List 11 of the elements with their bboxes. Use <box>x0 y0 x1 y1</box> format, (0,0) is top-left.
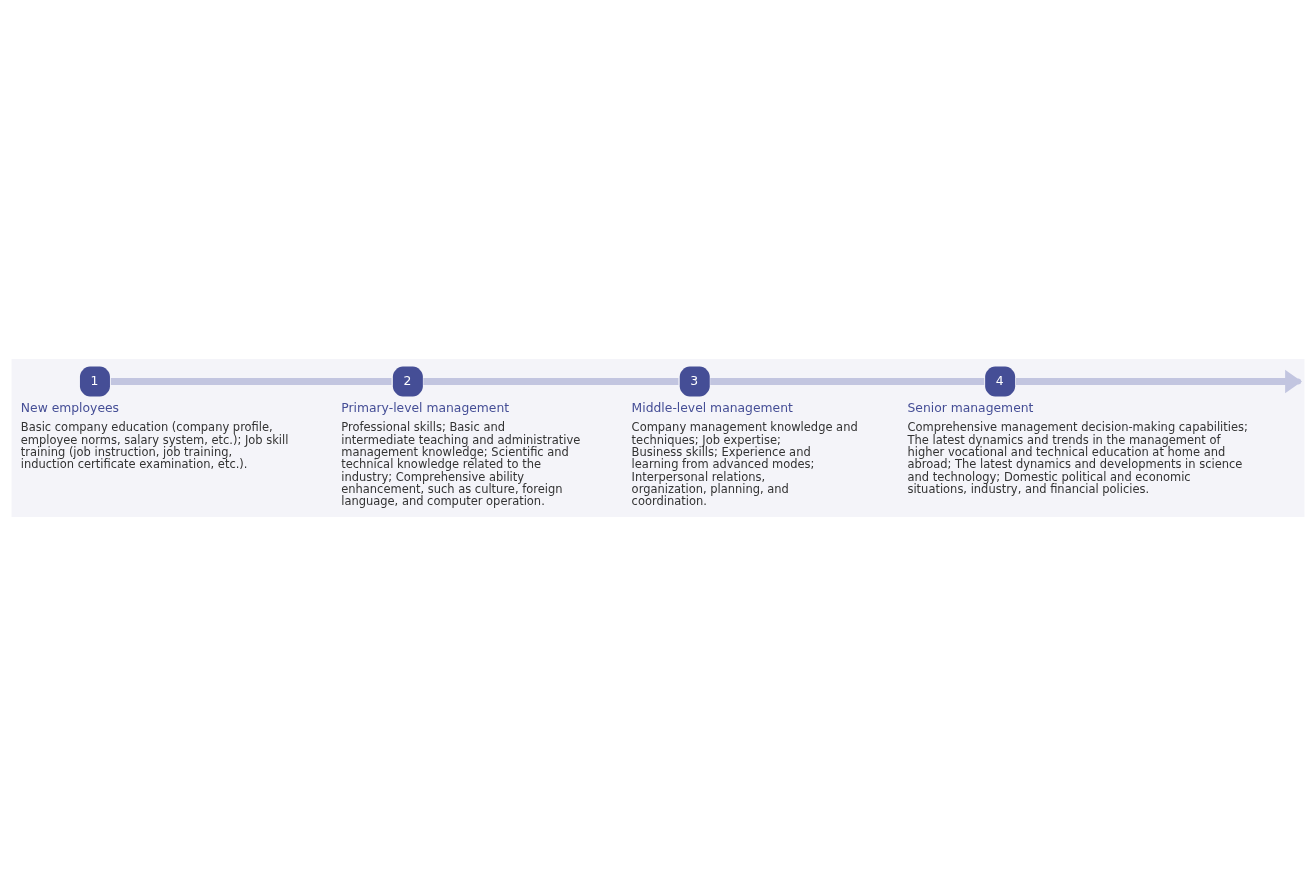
node-label: Basic company education (company profile, employee norms, salary system, etc.); Job skill training (job instruction, job training, induction certificate examination, etc.). <box>20 419 289 471</box>
node-label: Professional skills; Basic and intermediate teaching and administrative management knowledge; Scientific and technical knowledge related to the industry; Comprehensive ability enhancement, such as culture, foreign language, and computer operation. <box>341 419 581 508</box>
connector <box>110 377 392 385</box>
node-label: New employees <box>20 400 120 415</box>
node-label: Comprehensive management decision-making capabilities; The latest dynamics and trends in the management of higher vocational and technical education at home and abroad; The latest dynamics and developments in science and technology; Domestic political and economic situations, industry, and financial policies. <box>907 419 1248 496</box>
node-label: Middle-level management <box>631 400 793 415</box>
node-label: Company management knowledge and techniques; Job expertise; Business skills; Experience and learning from advanced modes; Interpersonal relations, organization, planning, and coordination. <box>631 419 858 508</box>
node-label: Senior management <box>907 400 1034 415</box>
connector <box>423 377 679 385</box>
connector <box>710 377 985 385</box>
node-label: Primary-level management <box>341 400 510 415</box>
